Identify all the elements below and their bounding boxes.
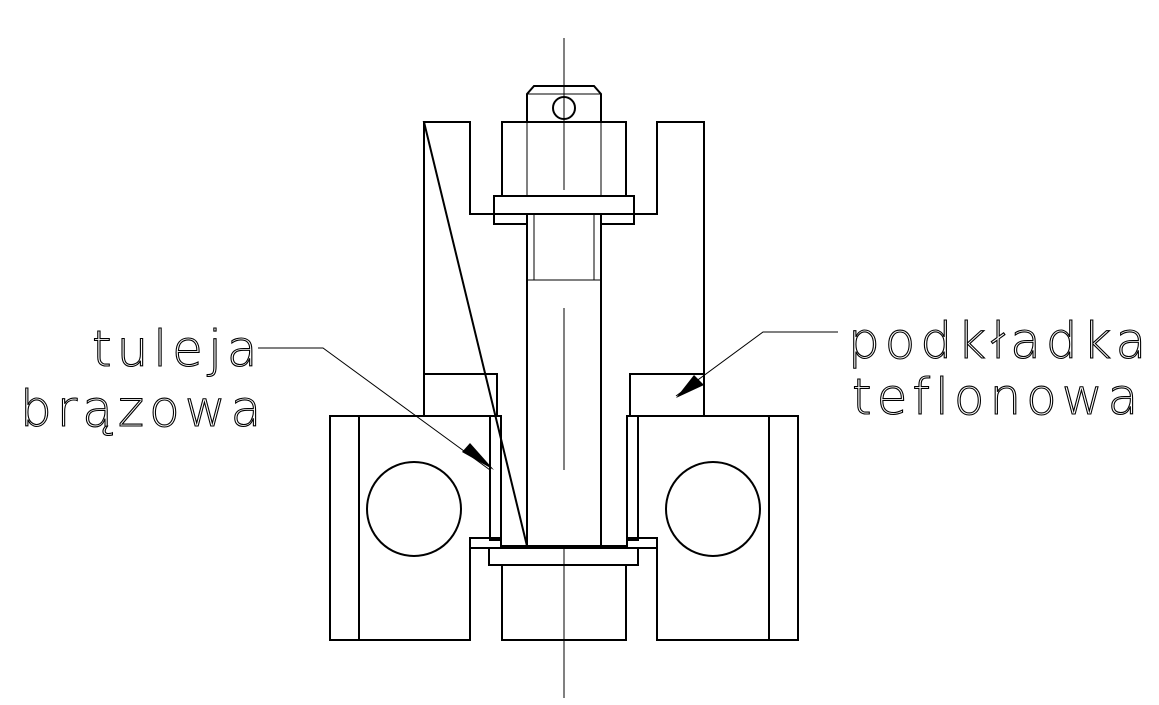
ball-right — [665, 461, 761, 557]
arrow-washer — [676, 375, 704, 398]
bearing-left — [329, 415, 491, 641]
label-washer-line1: podkładka — [848, 312, 1151, 370]
ball-left — [366, 461, 462, 557]
arrow-bushing — [462, 443, 494, 470]
leader-bushing — [258, 347, 494, 471]
label-bushing-line1: tuleja — [92, 320, 262, 378]
label-bushing-line2: brązowa — [20, 380, 266, 438]
leader-washer — [675, 331, 838, 398]
bearing-right — [637, 415, 799, 641]
label-washer-line2: teflonowa — [852, 368, 1143, 426]
